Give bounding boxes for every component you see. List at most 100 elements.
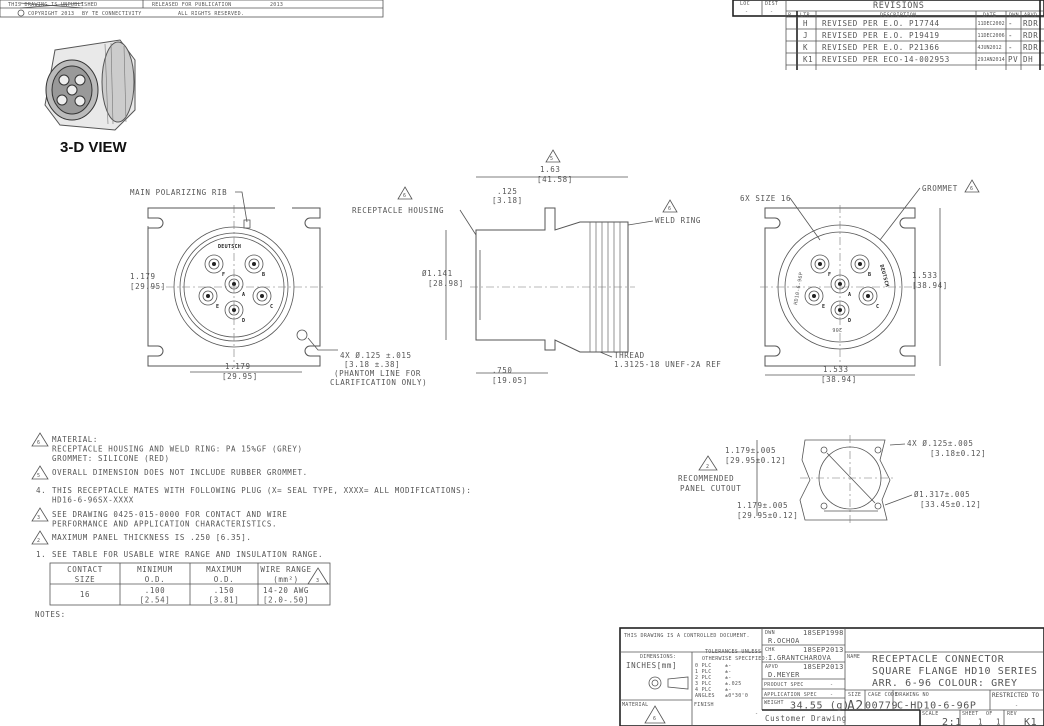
contact-center xyxy=(212,262,216,266)
apvd-date: 18SEP2013 xyxy=(803,663,844,671)
projection-symbol-icon xyxy=(648,676,689,690)
pin-label: A xyxy=(242,292,245,298)
apvd-name: D.MEYER xyxy=(768,671,800,679)
pin-label: C xyxy=(270,304,273,310)
contact-pin xyxy=(814,258,826,270)
contact-pin xyxy=(854,258,866,270)
contact-center xyxy=(252,262,256,266)
revision-letter: K1 xyxy=(803,55,813,64)
restricted-value: - xyxy=(1015,703,1018,709)
flange-in: .125 xyxy=(497,187,517,196)
finish-label: FINISH xyxy=(694,702,714,708)
table-cell: [2.0-.50] xyxy=(263,596,309,605)
controlled-text: THIS DRAWING IS A CONTROLLED DOCUMENT. xyxy=(624,633,750,639)
note-line: GROMMET: SILICONE (RED) xyxy=(52,454,170,463)
note-triangle-icon xyxy=(31,507,49,522)
revision-description: REVISED PER E.O. P17744 xyxy=(822,19,940,28)
table-header: MAXIMUM xyxy=(206,565,242,574)
product-spec-label: PRODUCT SPEC xyxy=(764,682,804,688)
tolerance-label: 3 PLC xyxy=(695,681,712,687)
pin-label: E xyxy=(216,304,219,310)
cutout-dia-1: Ø1.317±.005 xyxy=(914,490,970,499)
rear-width-in: 1.533 xyxy=(823,365,849,374)
revision-letter: J xyxy=(803,31,808,40)
pin-label: F xyxy=(222,272,225,278)
table-header: SIZE xyxy=(75,575,95,584)
release-year: 2013 xyxy=(270,2,283,8)
size-value: A2 xyxy=(847,699,864,714)
chk-label: CHK xyxy=(765,647,775,653)
contact-cavity xyxy=(850,254,870,274)
table-header: O.D. xyxy=(145,575,165,584)
customer-drawing: Customer Drawing xyxy=(765,714,847,723)
dwn-label: DWN xyxy=(765,630,775,636)
tolerance-label: 1 PLC xyxy=(695,669,712,675)
pin-label: D xyxy=(848,318,851,324)
front-width-mm: [29.95] xyxy=(222,372,258,381)
contact-pin xyxy=(202,290,214,302)
contact-cavity xyxy=(244,254,264,274)
size-label: 6X SIZE 16 xyxy=(740,194,791,203)
note-line: OVERALL DIMENSION DOES NOT INCLUDE RUBBE… xyxy=(52,468,308,477)
front-brand: DEUTSCH xyxy=(218,244,241,250)
tolerances-label-2: OTHERWISE SPECIFIED: xyxy=(702,656,768,662)
revision-apvd: RDR xyxy=(1023,43,1038,52)
contact-center xyxy=(818,262,822,266)
3d-view-label: 3-D VIEW xyxy=(60,139,128,156)
unpublished-text: THIS DRAWING IS UNPUBLISHED xyxy=(8,2,97,8)
3d-view: 3-D VIEW xyxy=(44,39,136,156)
note-line: RECEPTACLE HOUSING AND WELD RING: PA 15%… xyxy=(52,445,303,454)
revision-header: DATE xyxy=(983,13,996,19)
copyright-text: COPYRIGHT 2013 xyxy=(28,11,74,17)
note-triangle-icon xyxy=(31,432,49,447)
tolerance-value: ±- xyxy=(725,675,732,681)
table-header: O.D. xyxy=(214,575,234,584)
copyright-strip: THIS DRAWING IS UNPUBLISHED RELEASED FOR… xyxy=(0,0,384,18)
tolerances-label-1: TOLERANCES UNLESS xyxy=(705,649,761,655)
finish-value: - xyxy=(755,711,758,717)
revision-description: REVISED PER E.O. P19419 xyxy=(822,31,940,40)
pin-label: B xyxy=(262,272,265,278)
contact-pin xyxy=(256,290,268,302)
housing-label: RECEPTACLE HOUSING xyxy=(352,206,444,215)
name-line-2: SQUARE FLANGE HD10 SERIES xyxy=(872,666,1038,677)
dist-value: - xyxy=(770,9,773,15)
table-header: CONTACT xyxy=(67,565,103,574)
of-label: OF xyxy=(986,711,993,717)
apvd-label: APVD xyxy=(765,664,778,670)
note-line: SEE DRAWING 0425-015-0000 FOR CONTACT AN… xyxy=(52,510,287,519)
tolerance-value: ±- xyxy=(725,687,732,693)
cutout-note: 2 xyxy=(706,464,709,470)
note-marker: 1. xyxy=(36,550,46,559)
note-line: PERFORMANCE AND APPLICATION CHARACTERIST… xyxy=(52,520,277,529)
rev-value: K1 xyxy=(1024,717,1037,726)
contact-center xyxy=(866,294,870,298)
contact-pin xyxy=(248,258,260,270)
chk-date: 18SEP2013 xyxy=(803,646,844,654)
dia-in: Ø1.141 xyxy=(422,269,453,278)
product-spec: - xyxy=(830,682,833,688)
cutout-width-in: 1.179±.005 xyxy=(737,501,788,510)
contact-center xyxy=(838,282,842,286)
release-text: RELEASED FOR PUBLICATION xyxy=(152,2,231,8)
rear-code: 206 xyxy=(832,326,842,332)
revision-letter: H xyxy=(803,19,808,28)
cutout-width-mm: [29.95±0.12] xyxy=(737,511,798,520)
grommet-label: GROMMET xyxy=(922,184,958,193)
note-marker: 3 xyxy=(37,515,40,521)
cage-label: CAGE CODE xyxy=(868,692,898,698)
loc-label: LOC xyxy=(740,1,750,7)
note-marker: 4. xyxy=(36,486,46,495)
note-triangle-icon xyxy=(31,530,49,545)
rear-brand: DEUTSCH xyxy=(878,264,890,288)
revision-header: LTR xyxy=(800,13,811,19)
thread-label: THREAD xyxy=(614,351,645,360)
table-header: (mm²) xyxy=(273,575,299,584)
housing-note: 6 xyxy=(403,193,406,199)
revision-date: 11DEC2002 xyxy=(978,21,1005,27)
note-line: SEE TABLE FOR USABLE WIRE RANGE AND INSU… xyxy=(52,550,323,559)
tolerance-value: ±0°30'0 xyxy=(725,693,748,699)
dwn-name: R.OCHOA xyxy=(768,637,800,645)
